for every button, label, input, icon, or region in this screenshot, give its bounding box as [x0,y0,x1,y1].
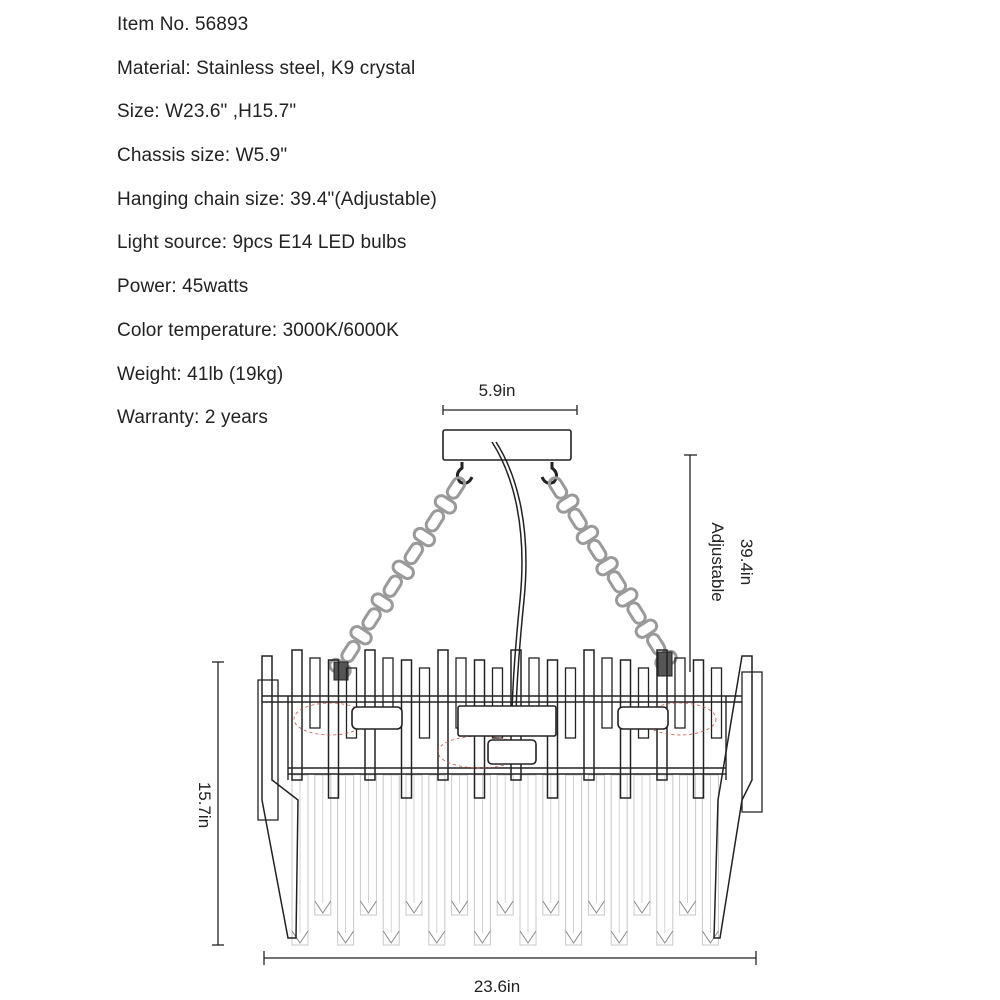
chain-link [614,587,639,608]
lamp-holder-right [617,706,669,730]
left-chain-mount [333,661,349,681]
crystal-tip [587,900,605,914]
ceiling-canopy [442,429,572,461]
chain-link [556,493,580,514]
lamp-holder-center [487,739,537,765]
chain-link [349,625,373,646]
steel-plate-inner [601,657,613,729]
left-side-plate-inner [257,679,279,821]
left-hook-icon [455,462,474,485]
steel-plate-inner [564,667,577,739]
height-label: 15.7in [195,782,214,828]
crystal-tip [701,930,719,944]
spec-size: Size: W23.6" ,H15.7" [117,101,297,123]
steel-plate-inner [710,667,723,739]
spec-material: Material: Stainless steel, K9 crystal [117,57,416,79]
lamp-holder-left [351,706,403,730]
height-dimension [212,661,224,946]
crystal-tip [314,900,332,914]
chain-adjustable-label: Adjustable [708,522,727,601]
crystal-tip [542,900,560,914]
steel-plate-inner [309,657,321,729]
steel-plate [400,659,413,799]
spec-power: Power: 45watts [117,276,249,298]
right-chain [547,476,678,671]
crystal-tip [359,900,377,914]
spec-weight: Weight: 41lb (19kg) [117,363,284,385]
crystal-tip [405,900,423,914]
spec-chassis-size: Chassis size: W5.9" [117,145,288,167]
steel-plate-inner [674,657,686,729]
crystal-tip [428,930,446,944]
chain-length-label: 39.4in [737,539,756,585]
chain-link [433,494,458,515]
steel-plate [692,659,705,799]
left-chain [328,476,467,679]
chassis-width-label: 5.9in [479,381,516,400]
crystal-tip [565,930,583,944]
steel-plate-inner [418,667,431,739]
right-hook-icon [540,462,559,485]
spec-light-source: Light source: 9pcs E14 LED bulbs [117,232,407,254]
right-chain-mount [657,651,673,677]
crystal-tip [519,930,537,944]
width-label: 23.6in [474,977,520,996]
left-side-plate [261,655,299,939]
crystal-tip [679,900,697,914]
chain-length-dimension [684,454,697,672]
steel-plate [583,649,595,781]
right-side-plate-inner [741,671,763,813]
crystal-tip [337,930,355,944]
steel-plate [327,659,340,799]
chain-link [412,526,437,548]
spec-list: Item No. 56893 Material: Stainless steel… [117,14,437,451]
chain-link [361,607,382,631]
chain-link [370,592,394,613]
chandelier-frame [262,695,742,780]
crystal-tip [382,930,400,944]
power-cord [491,441,527,723]
crystal-tip [451,900,469,914]
chain-link [403,541,425,566]
lamp-holders [351,705,669,765]
chassis-width-dimension [442,405,578,415]
steel-plate-inner [345,667,358,739]
steel-plate [291,649,303,781]
steel-plates [257,649,763,939]
chain-link [595,556,619,577]
center-junction-box [457,705,557,737]
right-side-plate [713,655,753,939]
chain-link [445,476,467,500]
spec-chain-size: Hanging chain size: 39.4"(Adjustable) [117,188,437,210]
width-dimension [263,951,757,965]
crystal-tip [633,900,651,914]
steel-plate [437,649,449,781]
chain-link [424,509,446,533]
chain-link [382,574,403,598]
spec-warranty: Warranty: 2 years [117,407,268,429]
chain-link [634,618,659,639]
chain-link [391,559,415,581]
spec-color-temperature: Color temperature: 3000K/6000K [117,319,399,341]
chain-link [575,524,600,546]
crystal-tip [656,930,674,944]
spec-item-number: Item No. 56893 [117,14,249,35]
chain-link [340,639,361,664]
crystal-prisms [291,774,719,946]
crystal-tip [610,930,628,944]
crystal-tip [473,930,491,944]
steel-plate-inner [491,667,504,739]
crystal-tip [291,930,309,944]
crystal-tip [496,900,514,914]
steel-plate-inner [637,667,650,739]
